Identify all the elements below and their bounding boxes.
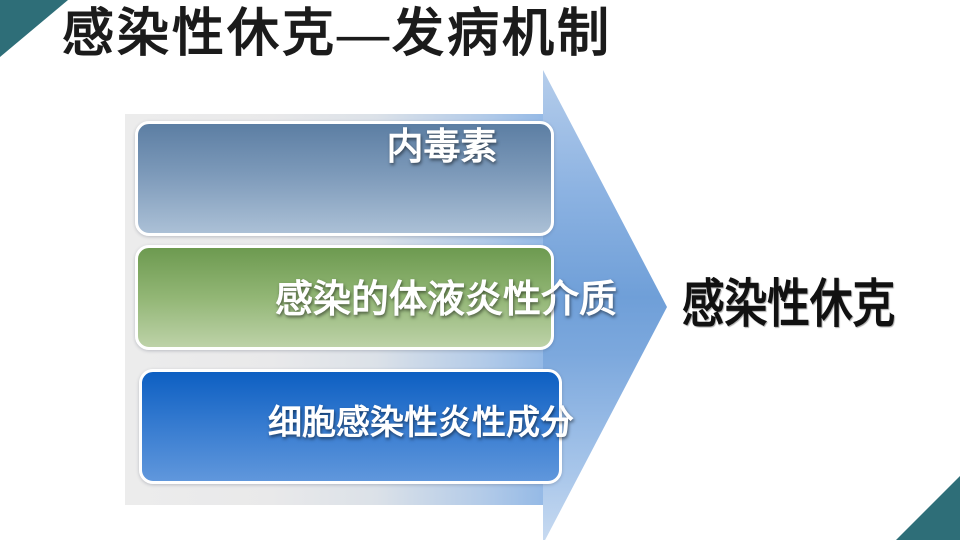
box-label: 内毒素 [386, 127, 498, 168]
diagram-box-humoral-mediators [135, 245, 554, 350]
top-left-corner-accent [0, 0, 68, 57]
diagram-box-cellular-components [139, 369, 562, 484]
box-label: 感染的体液炎性介质 [274, 279, 617, 321]
box-label: 细胞感染性炎性成分 [268, 405, 574, 442]
bottom-right-corner-accent [896, 476, 960, 540]
diagram-box-endotoxin [135, 121, 554, 236]
slide-title: 感染性休克—发病机制 [62, 6, 613, 63]
result-label: 感染性休克 [682, 277, 896, 334]
